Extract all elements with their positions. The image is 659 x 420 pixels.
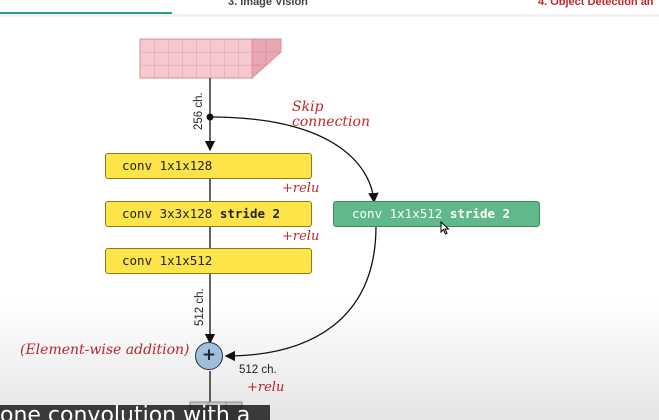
conv-1x1x512-box: conv 1x1x512 — [105, 248, 312, 274]
mouse-cursor-icon — [440, 220, 450, 239]
input-channels-label: 256 ch. — [193, 92, 205, 130]
chapter-next[interactable]: 4. Object Detection an — [538, 0, 654, 8]
chapter-current[interactable]: 3. Image Vision — [228, 0, 308, 8]
output-channels-label: 512 ch. — [239, 364, 277, 376]
main-channels-label: 512 ch. — [194, 288, 206, 326]
relu-label-2: +relu — [282, 229, 320, 244]
conv-3x3x128-stride-box: conv 3x3x128 stride 2 — [105, 201, 312, 227]
skip-connection-label: Skip connection — [292, 99, 370, 130]
header-divider — [0, 14, 659, 17]
progress-accent — [0, 12, 172, 14]
skip-conv-box: conv 1x1x512 stride 2 — [333, 201, 540, 227]
element-wise-addition-label: (Element-wise addition) — [20, 342, 190, 358]
skip-arrow-out — [224, 225, 377, 362]
conv-1x1x128-box: conv 1x1x128 — [105, 153, 312, 179]
relu-label-1: +relu — [282, 181, 320, 196]
input-tensor — [139, 38, 282, 80]
addition-node: + — [195, 342, 223, 370]
skip-arrow-in — [209, 116, 379, 204]
video-caption: one convolution with a — [0, 405, 270, 420]
relu-label-3: +relu — [247, 380, 285, 395]
